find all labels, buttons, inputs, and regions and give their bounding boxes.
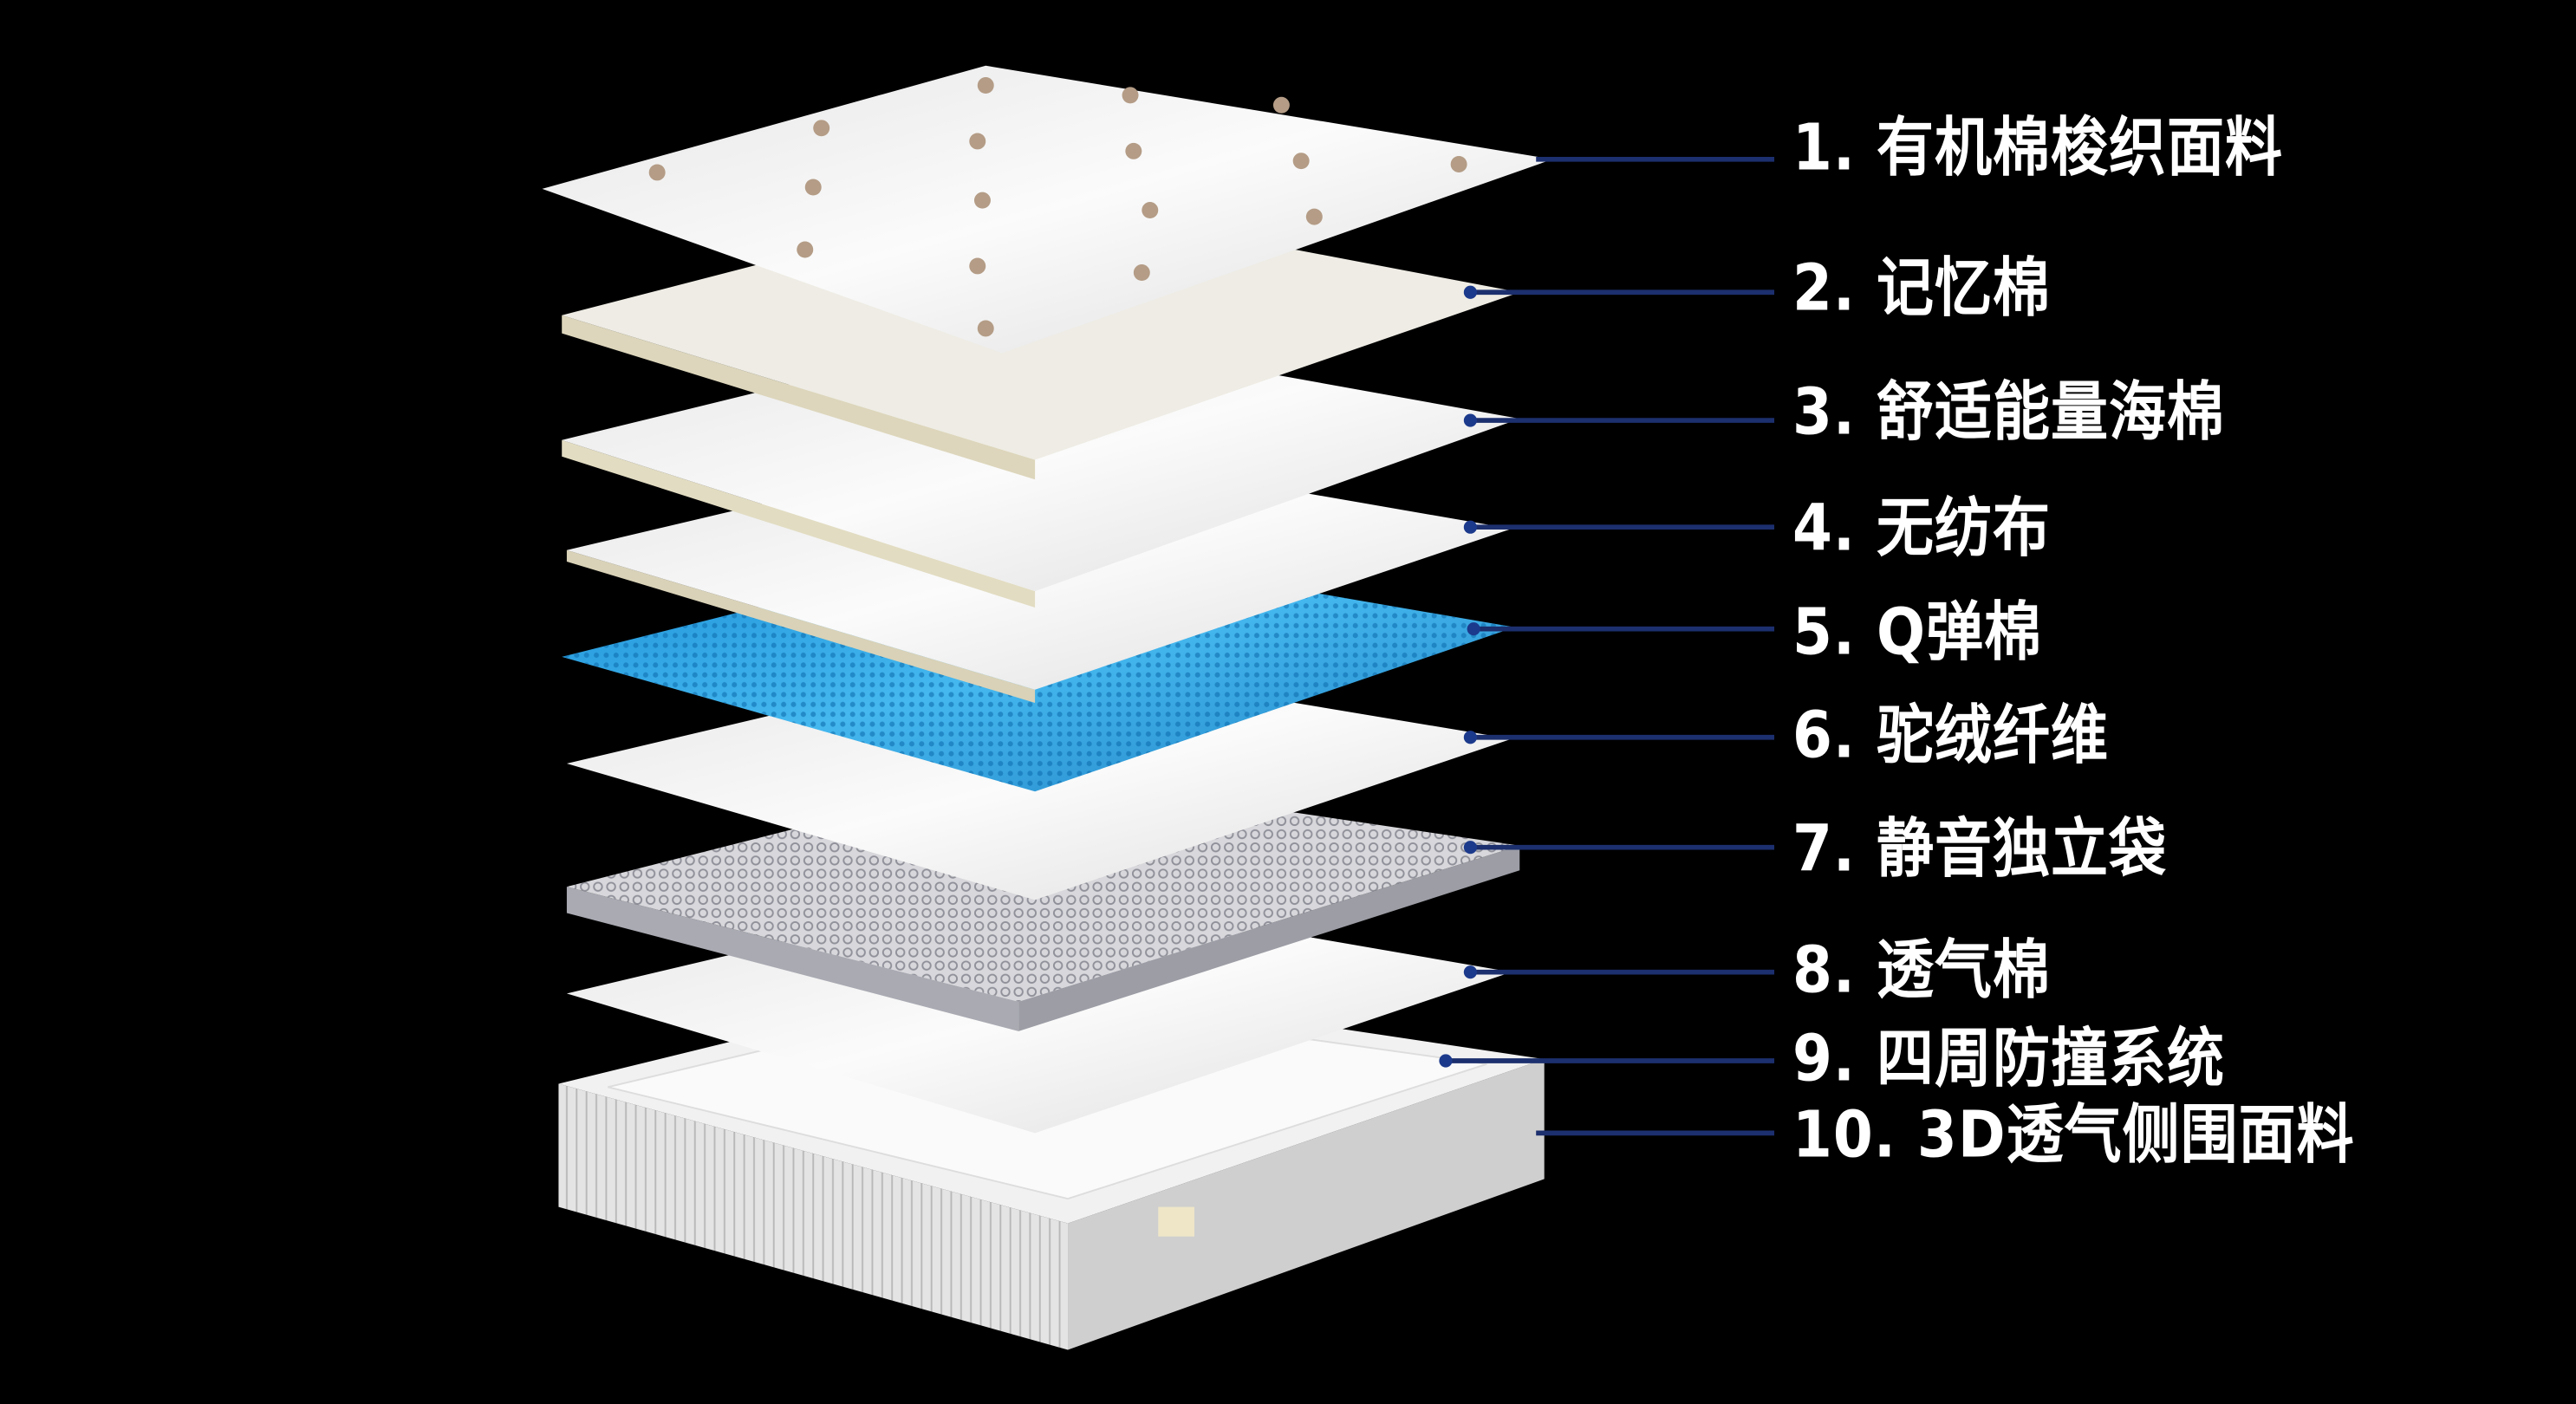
layer-label-7: 7. 静音独立袋	[1792, 811, 2167, 887]
brand-tag	[1158, 1206, 1194, 1237]
layer-1-fabric	[542, 65, 1553, 354]
layer-label-5: 5. Q弹棉	[1792, 595, 2043, 670]
tuft-buttons	[648, 77, 1467, 337]
layer-label-3: 3. 舒适能量海棉	[1792, 374, 2225, 450]
layer-label-9: 9. 四周防撞系统	[1792, 1021, 2225, 1096]
layer-label-8: 8. 透气棉	[1792, 933, 2051, 1008]
leader-lines	[1445, 156, 1775, 1136]
layer-label-10: 10. 3D透气侧围面料	[1792, 1097, 2355, 1173]
layer-label-6: 6. 驼绒纤维	[1792, 698, 2109, 773]
leader-dots	[1439, 285, 1480, 1068]
layer-label-2: 2. 记忆棉	[1792, 250, 2051, 326]
layer-label-4: 4. 无纺布	[1792, 491, 2051, 566]
layer-label-1: 1. 有机棉梭织面料	[1792, 110, 2283, 185]
